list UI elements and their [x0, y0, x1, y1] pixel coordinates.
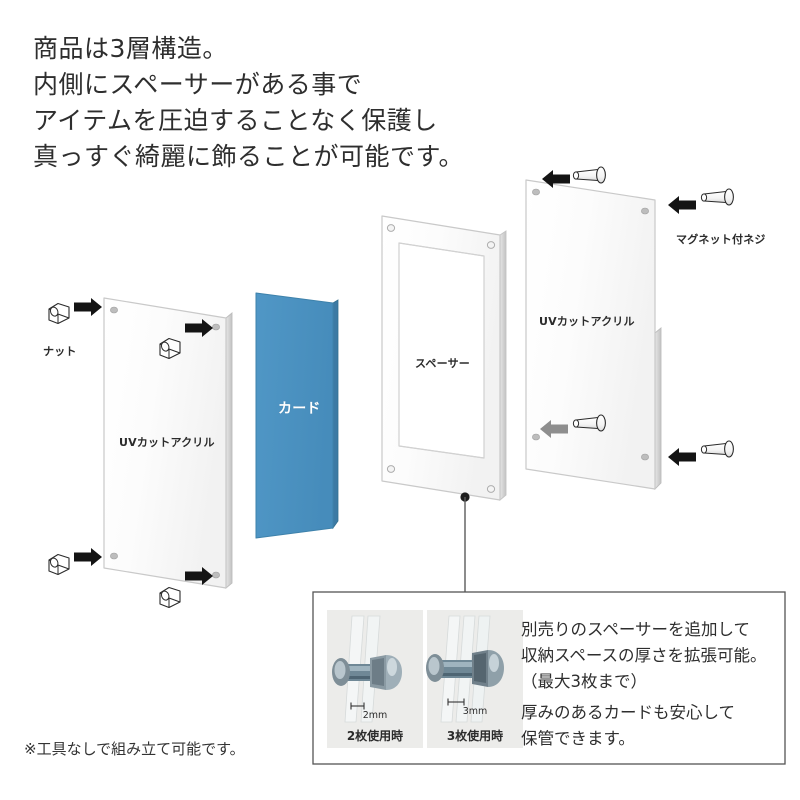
- spacer-leader-line: [460, 492, 470, 592]
- panel-spacer: [381, 215, 507, 501]
- info-paragraph-1: 別売りのスペーサーを追加して 収納スペースの厚さを拡張可能。 （最大3枚まで）: [521, 620, 767, 691]
- photo-2-sheets: [327, 610, 423, 748]
- nut-top-left-group: [48, 298, 102, 325]
- screw-top-left-group: [542, 166, 606, 188]
- label-spacer: スペーサー: [415, 357, 471, 370]
- info-paragraph-2: 厚みのあるカードも安心して 保管できます。: [521, 703, 736, 748]
- panel-card: [255, 292, 339, 539]
- nut-bottom-left-group: [48, 548, 102, 576]
- label-nut: ナット: [43, 345, 77, 358]
- label-acrylic-back: UVカットアクリル: [539, 315, 635, 328]
- screw-top-right-group: [668, 188, 734, 214]
- screw-bottom-right-group: [668, 440, 734, 466]
- label-card: カード: [278, 401, 321, 417]
- label-acrylic-front: UVカットアクリル: [119, 436, 215, 449]
- photo-1-dimension: 2mm: [362, 710, 388, 721]
- photo-2-caption: 3枚使用時: [446, 729, 504, 743]
- panel-acrylic-front: [103, 297, 233, 589]
- header-line-2: 内側にスペーサーがある事で: [33, 70, 363, 99]
- photo-1-caption: 2枚使用時: [346, 729, 404, 743]
- photo-3-sheets: [426, 610, 523, 748]
- panel-acrylic-back: [525, 179, 662, 491]
- header-line-3: アイテムを圧迫することなく保護し: [33, 106, 438, 135]
- label-magnet-screw: マグネット付ネジ: [676, 233, 766, 246]
- header-line-1: 商品は3層構造。: [33, 34, 228, 63]
- photo-2-dimension: 3mm: [462, 706, 488, 717]
- footnote-no-tools: ※工具なしで組み立て可能です。: [24, 740, 245, 758]
- header-line-4: 真っすぐ綺麗に飾ることが可能です。: [33, 142, 465, 171]
